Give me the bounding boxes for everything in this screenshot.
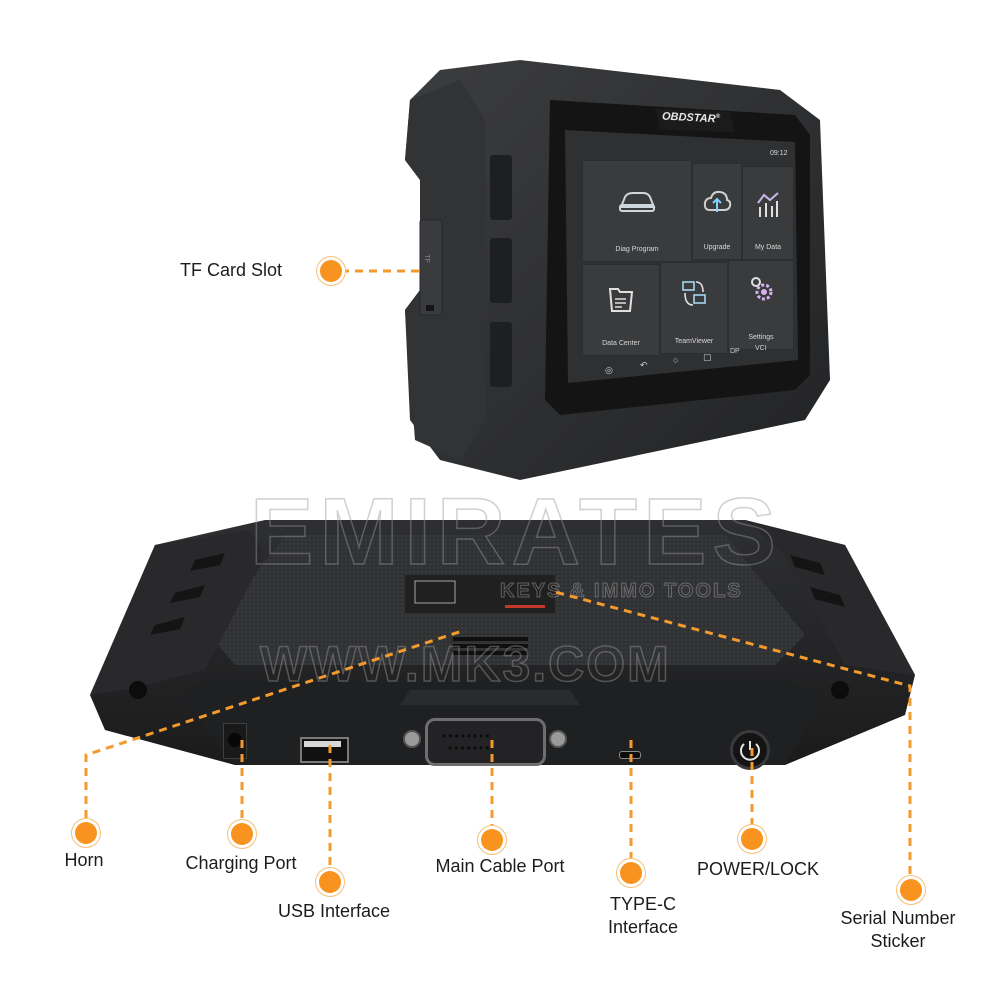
- app-tile-teamviewer[interactable]: TeamViewer: [660, 262, 728, 354]
- callout-dot-horn: [75, 822, 97, 844]
- back-nav-icon[interactable]: ↶: [640, 360, 648, 370]
- power-lock-button[interactable]: [730, 730, 770, 770]
- app-tile-data-center[interactable]: Data Center: [582, 264, 660, 356]
- dp-nav-button[interactable]: DP: [730, 348, 740, 355]
- app-tile-diag-program[interactable]: Diag Program: [582, 160, 692, 262]
- watermark-line-2: KEYS & IMMO TOOLS: [500, 580, 743, 603]
- callout-dot-serial-sticker: [900, 879, 922, 901]
- label-power-lock: POWER/LOCK: [696, 859, 820, 879]
- app-tile-settings[interactable]: Settings: [728, 260, 794, 350]
- cloud-upload-icon: [703, 190, 732, 212]
- vci-nav-button[interactable]: VCI: [755, 345, 767, 352]
- callout-dot-charging-port: [231, 823, 253, 845]
- folder-icon: [608, 288, 634, 312]
- tf-slot-marking: TF: [422, 254, 430, 263]
- main-cable-screw-right: [549, 730, 567, 748]
- type-c-port[interactable]: [619, 751, 641, 759]
- usb-port[interactable]: [300, 737, 349, 763]
- callout-dot-usb-interface: [319, 871, 341, 893]
- label-main-cable-port: Main Cable Port: [435, 856, 565, 876]
- device-front-view: OBDSTAR® 09:12 Diag Program Upgrade My D…: [400, 60, 835, 480]
- app-tile-upgrade[interactable]: Upgrade: [692, 163, 742, 260]
- label-serial-sticker: Serial Number Sticker: [840, 908, 956, 951]
- callout-dot-tf-card-slot: [320, 260, 342, 282]
- power-icon: [740, 741, 760, 761]
- label-charging-port: Charging Port: [185, 853, 297, 873]
- callout-dot-main-cable-port: [481, 829, 503, 851]
- app-tile-my-data[interactable]: My Data: [742, 166, 794, 260]
- main-cable-port[interactable]: •••••••• •••••••: [425, 718, 546, 766]
- recent-apps-nav-icon[interactable]: ▢: [703, 352, 712, 362]
- charging-port[interactable]: [223, 723, 247, 759]
- screenshot-nav-icon[interactable]: ◎: [605, 365, 613, 375]
- watermark-line-3: WWW.MK3.COM: [259, 635, 671, 693]
- label-type-c: TYPE-C Interface: [607, 894, 679, 937]
- label-horn: Horn: [64, 850, 104, 870]
- label-usb-interface: USB Interface: [277, 901, 391, 921]
- remote-icon: [682, 281, 706, 306]
- gear-icon: [751, 277, 773, 301]
- status-time: 09:12: [770, 150, 788, 157]
- watermark-line-1: EMIRATES: [249, 478, 782, 586]
- main-cable-screw-left: [403, 730, 421, 748]
- home-nav-icon[interactable]: ○: [673, 355, 679, 365]
- label-tf-card-slot: TF Card Slot: [180, 260, 283, 280]
- car-icon: [619, 192, 656, 212]
- callout-dot-type-c: [620, 862, 642, 884]
- chart-icon: [757, 192, 779, 217]
- callout-dot-power-lock: [741, 828, 763, 850]
